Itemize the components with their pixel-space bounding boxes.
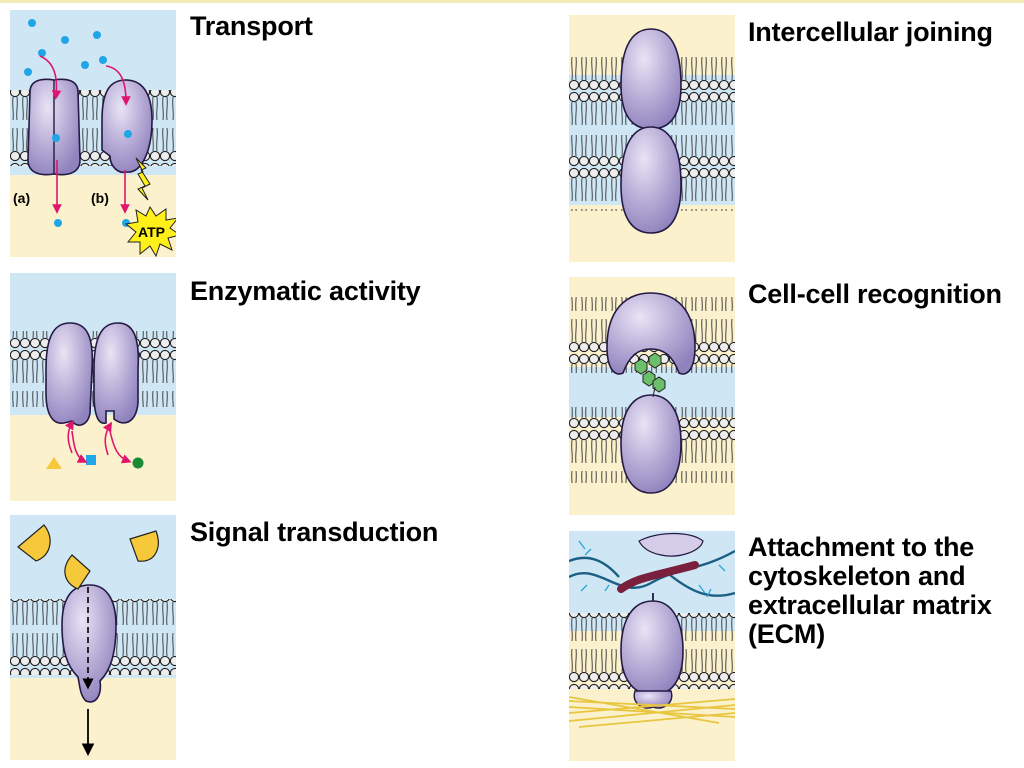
label-a: (a) xyxy=(13,190,30,206)
label-b: (b) xyxy=(91,190,109,206)
recognition-diagram xyxy=(569,277,735,515)
triangle-substrate xyxy=(46,457,62,469)
signal-diagram xyxy=(10,515,176,760)
square-substrate xyxy=(86,455,96,465)
attachment-diagram xyxy=(569,531,735,761)
label-attachment: Attachment to the cytoskeleton and extra… xyxy=(748,532,992,649)
carbohydrate-icon xyxy=(634,352,666,398)
label-enzymatic-activity: Enzymatic activity xyxy=(190,276,421,306)
circle-product xyxy=(132,457,144,469)
signal-molecule xyxy=(17,524,159,590)
label-transport: Transport xyxy=(190,11,313,41)
atp-label: ATP xyxy=(138,224,165,240)
joining-diagram xyxy=(569,15,735,262)
ion-dot xyxy=(24,19,132,227)
top-rule xyxy=(0,0,1024,3)
ecm-fibers xyxy=(569,696,735,728)
cytoskeleton-filament xyxy=(569,540,735,598)
label-signal-transduction: Signal transduction xyxy=(190,517,439,547)
atp-burst xyxy=(124,205,176,257)
enzymatic-diagram xyxy=(10,273,176,501)
label-cell-cell-recognition: Cell-cell recognition xyxy=(748,279,1002,309)
transport-diagram: ATP (a) (b) xyxy=(10,10,176,257)
label-intercellular-joining: Intercellular joining xyxy=(748,17,993,47)
